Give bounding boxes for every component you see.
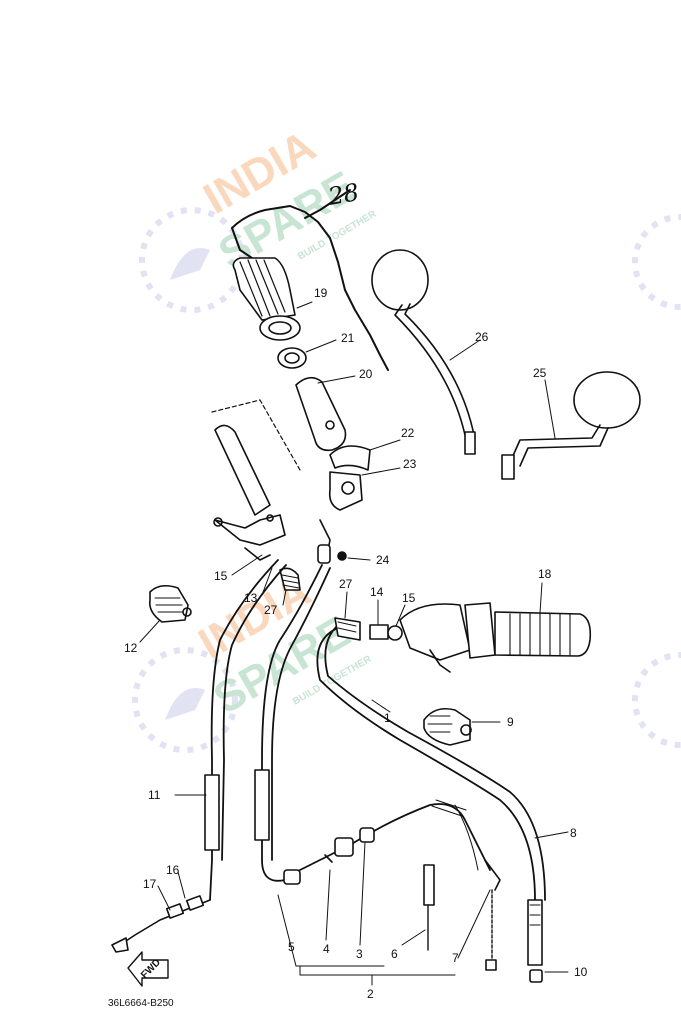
leader-lines-mid [139,554,543,796]
cable-8-end [527,899,543,966]
part-label-17: 17 [143,877,157,891]
left-grip-19 [232,257,313,341]
fwd-arrow-icon [127,951,169,987]
part-label-16: 16 [166,863,180,877]
part-label-15-left: 15 [214,569,228,583]
throttle-grip-18 [399,602,592,673]
part-label-14: 14 [370,585,384,599]
part-number-labels: 1 2 3 4 5 6 7 8 9 10 11 12 13 14 15 15 1… [124,286,588,1001]
part-label-7: 7 [452,951,459,965]
part-label-12: 12 [124,641,138,655]
part-label-1: 1 [384,711,391,725]
part-label-22: 22 [401,426,415,440]
ring-21 [277,339,337,369]
switch-9 [423,707,501,746]
part-label-15-right: 15 [402,591,416,605]
part-label-4: 4 [323,942,330,956]
part-label-2: 2 [367,987,374,1001]
part-label-25: 25 [533,366,547,380]
part-label-10: 10 [574,965,588,979]
handlebar-left-tube [211,399,301,516]
switch-housing-23 [328,467,401,511]
cable-adjuster-14-15 [334,591,406,641]
part-label-23: 23 [403,457,417,471]
part-label-11: 11 [148,788,161,802]
part-label-20: 20 [359,367,373,381]
cable-junction-2-7 [283,799,501,971]
mirror-25 [501,371,641,480]
cable-11 [204,559,287,901]
watermark-edge [632,214,681,748]
part-label-8: 8 [570,826,577,840]
cap-10 [529,969,543,983]
switch-12 [148,584,192,623]
cable-end-16-17 [111,871,211,953]
drawing-code: 36L6664-B250 [108,998,174,1009]
throttle-tube-20 [295,375,356,452]
part-label-21: 21 [341,331,355,345]
cable-connector-24 [317,519,371,564]
mirror-26 [371,249,481,455]
assembly-label-28: 28 [325,178,361,211]
part-label-24: 24 [376,553,390,567]
part-label-3: 3 [356,947,363,961]
cable-1 [316,619,546,901]
part-label-5: 5 [288,940,295,954]
leader-lines-bottom [277,831,569,986]
left-lever-perch [213,514,286,561]
cable-5 [254,564,331,882]
part-label-27-right: 27 [339,577,353,591]
switch-housing-22 [329,439,401,471]
part-label-18: 18 [538,567,552,581]
part-label-27-left: 27 [264,603,278,617]
part-label-9: 9 [507,715,514,729]
part-label-6: 6 [391,947,398,961]
part-label-13: 13 [244,591,258,605]
part-label-26: 26 [475,330,489,344]
part-label-19: 19 [314,286,328,300]
